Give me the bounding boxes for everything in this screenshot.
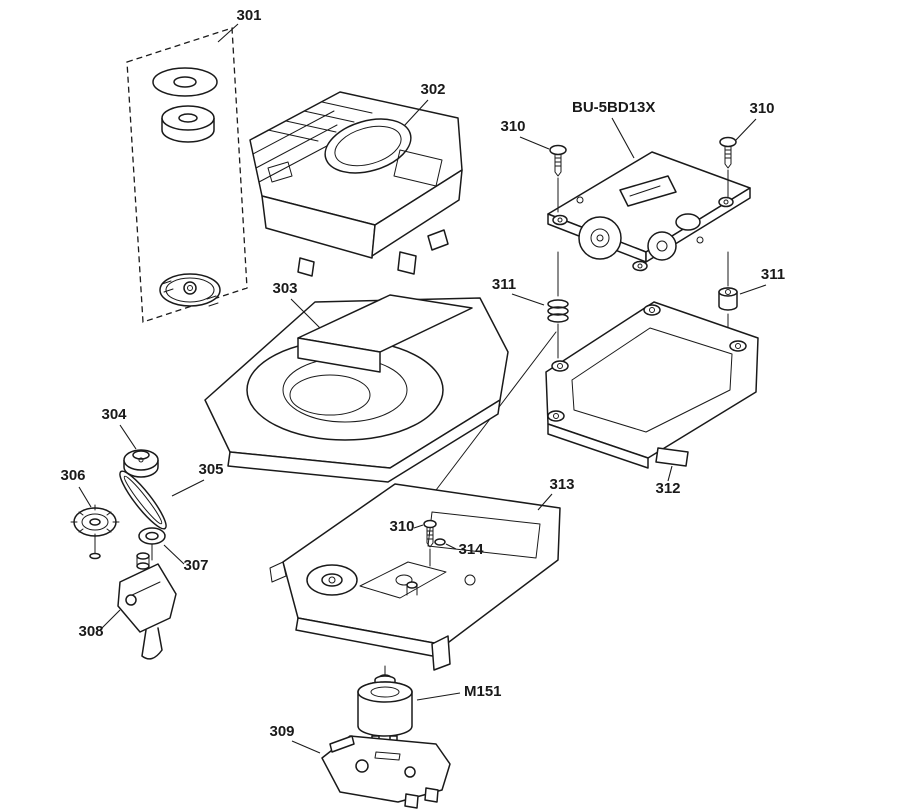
callout-model-label: BU-5BD13X bbox=[572, 99, 655, 116]
callout-311l-label: 311 bbox=[492, 276, 516, 293]
spring-311-left bbox=[547, 251, 569, 359]
part-305-belt bbox=[119, 470, 167, 530]
callout-motor-label: M151 bbox=[464, 683, 502, 700]
washer-314 bbox=[434, 538, 446, 546]
kit-301 bbox=[126, 27, 248, 323]
callout-301: 301 bbox=[217, 7, 262, 43]
motor-m151 bbox=[357, 665, 413, 745]
callout-308-label: 308 bbox=[78, 623, 103, 640]
callout-311-left: 311 bbox=[492, 276, 545, 306]
part-302-top-cover bbox=[249, 91, 463, 277]
callout-314: 314 bbox=[445, 541, 484, 558]
callouts: 301 302 BU-5BD13X 310 310 311 311 303 bbox=[60, 7, 785, 754]
callout-302: 302 bbox=[403, 81, 446, 127]
callout-305-label: 305 bbox=[198, 461, 223, 478]
part-309-bracket bbox=[321, 735, 451, 809]
callout-310-top-left: 310 bbox=[500, 118, 550, 150]
part-304-pulley bbox=[123, 449, 159, 478]
cover-rib-grid bbox=[252, 101, 373, 183]
callout-302-label: 302 bbox=[420, 81, 445, 98]
screw-310-middle bbox=[423, 519, 437, 567]
callout-model: BU-5BD13X bbox=[572, 99, 655, 159]
callout-307-label: 307 bbox=[183, 557, 208, 574]
part-313-base-chassis bbox=[269, 483, 561, 671]
callout-310m-label: 310 bbox=[389, 518, 414, 535]
callout-313: 313 bbox=[537, 476, 575, 511]
callout-310tr-label: 310 bbox=[749, 100, 774, 117]
callout-312-label: 312 bbox=[655, 480, 680, 497]
callout-309: 309 bbox=[269, 723, 321, 754]
screw-310-top-left bbox=[549, 144, 567, 213]
damper-311-right bbox=[718, 251, 738, 341]
callout-313-label: 313 bbox=[549, 476, 574, 493]
part-307-pulley bbox=[138, 527, 166, 561]
assembly-bu-5bd13x bbox=[547, 151, 751, 272]
callout-310-top-right: 310 bbox=[734, 100, 775, 142]
callout-310-middle: 310 bbox=[389, 518, 424, 535]
callout-303-label: 303 bbox=[272, 280, 297, 297]
callout-303: 303 bbox=[272, 280, 321, 329]
screw-310-top-right bbox=[719, 136, 737, 199]
callout-305: 305 bbox=[171, 461, 224, 497]
part-312-frame bbox=[429, 301, 759, 499]
part-308-lever-assembly bbox=[117, 552, 177, 660]
callout-309-label: 309 bbox=[269, 723, 294, 740]
callout-306: 306 bbox=[60, 467, 92, 508]
part-303-disc-tray bbox=[204, 294, 509, 483]
callout-312: 312 bbox=[655, 465, 681, 497]
callout-307: 307 bbox=[163, 544, 209, 574]
callout-311-right: 311 bbox=[739, 266, 785, 295]
callout-301-label: 301 bbox=[236, 7, 261, 24]
callout-304-label: 304 bbox=[101, 406, 127, 423]
callout-311r-label: 311 bbox=[761, 266, 785, 283]
callout-306-label: 306 bbox=[60, 467, 85, 484]
callout-310tl-label: 310 bbox=[500, 118, 525, 135]
callout-314-label: 314 bbox=[458, 541, 484, 558]
part-306-pulley-gear bbox=[70, 504, 120, 560]
callout-motor: M151 bbox=[416, 683, 502, 701]
callout-308: 308 bbox=[78, 609, 121, 640]
callout-304: 304 bbox=[101, 406, 137, 450]
